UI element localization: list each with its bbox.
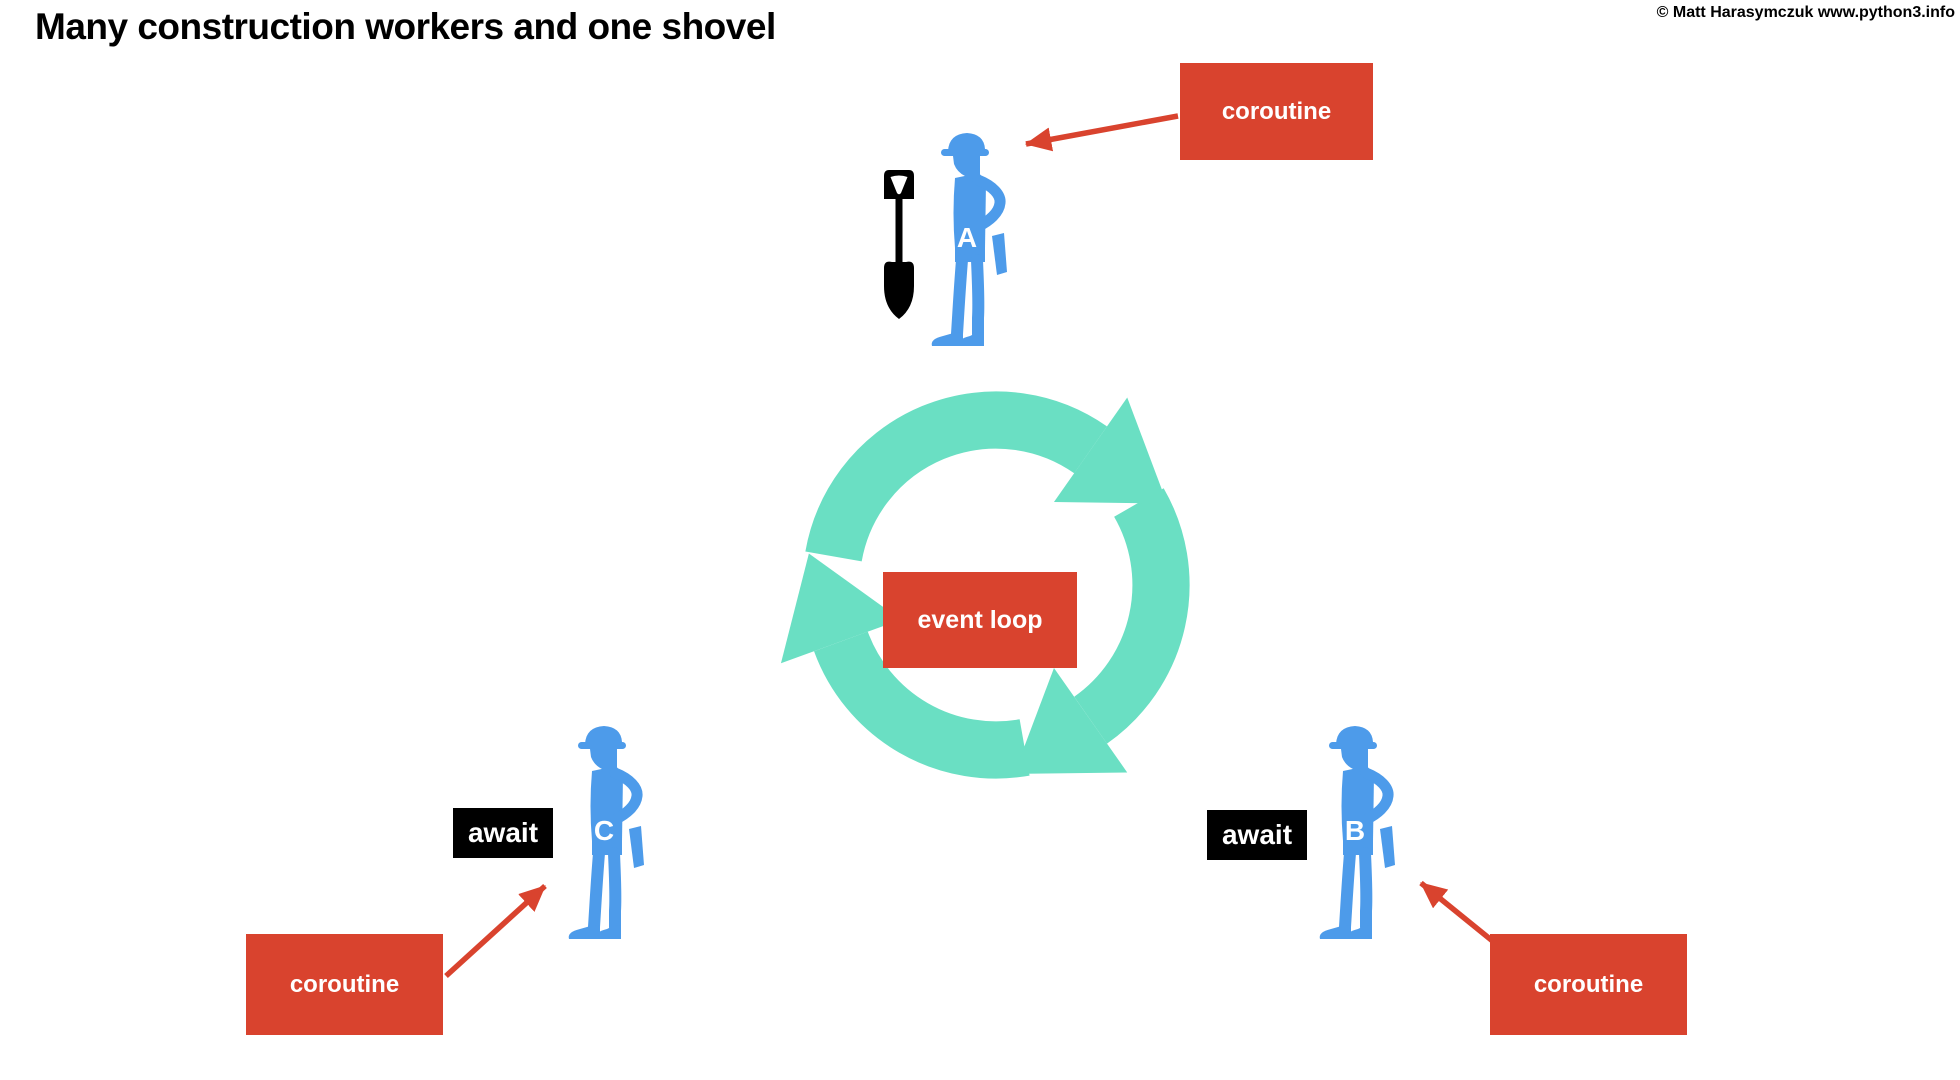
- cycle-arrows-icon: [780, 391, 1190, 779]
- await-label-box-b: await: [1207, 810, 1307, 860]
- copyright-text: © Matt Harasymczuk www.python3.info: [1656, 4, 1955, 21]
- construction-worker-c: C: [552, 723, 662, 949]
- worker-letter-b: B: [1344, 815, 1366, 846]
- coroutine-label-box-c: coroutine: [246, 934, 443, 1035]
- worker-letter-c: C: [593, 815, 615, 846]
- red-arrow-icon-coroutine-c: [444, 883, 547, 979]
- worker-letter-a: A: [956, 222, 978, 253]
- red-arrow-icon-coroutine-a: [1024, 113, 1179, 152]
- event-loop-label-box: event loop: [883, 572, 1077, 668]
- await-label-box-c: await: [453, 808, 553, 858]
- construction-worker-a: A: [915, 130, 1025, 356]
- coroutine-label-box-a: coroutine: [1180, 63, 1373, 160]
- construction-worker-b: B: [1303, 723, 1413, 949]
- page-title: Many construction workers and one shovel: [35, 6, 776, 47]
- coroutine-label-box-b: coroutine: [1490, 934, 1687, 1035]
- red-arrow-icon-coroutine-b: [1419, 880, 1497, 946]
